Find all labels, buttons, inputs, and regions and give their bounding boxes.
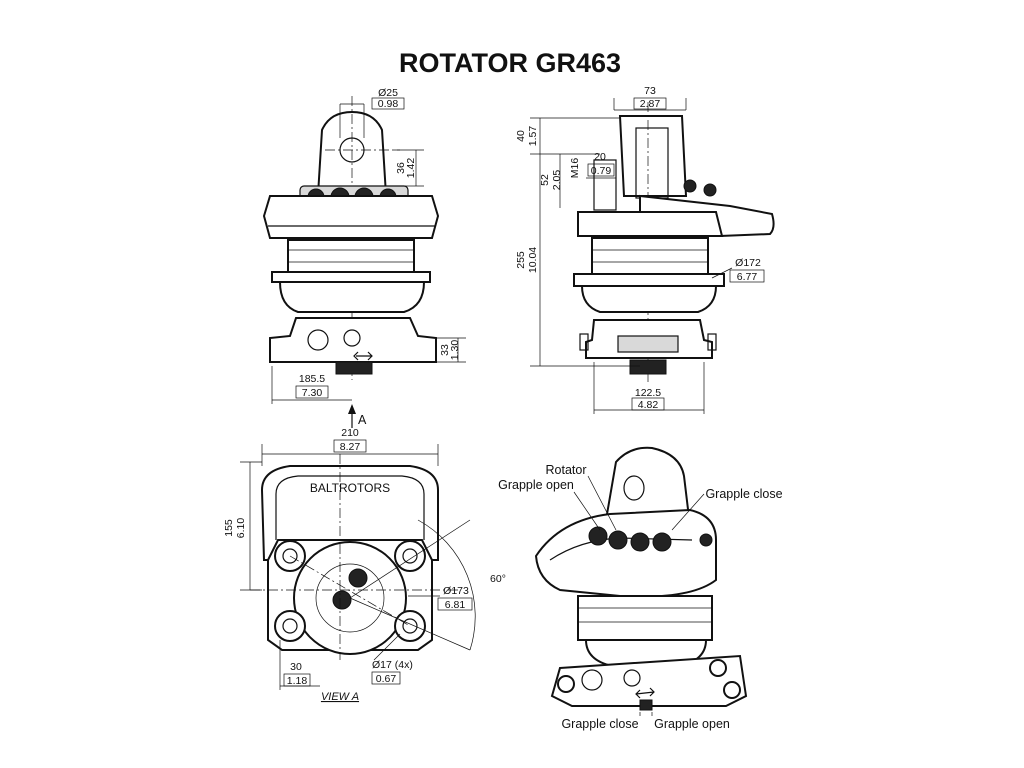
bottom-offset-in: 1.18 <box>287 675 308 687</box>
bottom-hole-dia-in: 0.67 <box>376 673 397 685</box>
side-total-h: 255 <box>515 251 527 269</box>
bottom-bolt-circle-in: 6.81 <box>445 599 466 611</box>
isometric-view: Rotator Grapple open Grapple close Grapp… <box>498 446 783 731</box>
bottom-view: BALTROTORS 210 8.27 155 6.10 Ø173 6.81 6… <box>223 427 506 703</box>
side-top-h-in: 1.57 <box>527 126 539 147</box>
side-top-w: 73 <box>644 85 656 97</box>
view-a-label: VIEW A <box>321 691 359 703</box>
side-view: 73 2.87 40 1.57 52 2.05 M16 20 0.79 255 … <box>515 85 775 414</box>
side-base-w: 122.5 <box>635 387 661 399</box>
bottom-height-in: 6.10 <box>235 518 247 539</box>
bottom-hole-dia: Ø17 (4x) <box>372 659 413 671</box>
side-thread: M16 <box>569 158 581 179</box>
label-grapple-open-top: Grapple open <box>498 478 574 492</box>
side-body-dia: Ø172 <box>735 257 761 269</box>
front-base-h-in: 1.30 <box>449 340 461 361</box>
front-pin-h: 36 <box>395 162 407 174</box>
rotator-port-icon <box>348 568 368 588</box>
side-total-h-in: 10.04 <box>527 247 539 273</box>
label-grapple-close-bottom: Grapple close <box>561 717 638 731</box>
side-body-dia-in: 6.77 <box>737 271 758 283</box>
label-grapple-close-top: Grapple close <box>705 487 782 501</box>
side-thread-d-in: 0.79 <box>591 165 612 177</box>
front-view: Ø25 0.98 36 1.42 33 1.30 185.5 7.30 A <box>262 87 466 428</box>
side-thread-h-in: 2.05 <box>551 170 563 191</box>
front-pin-h-in: 1.42 <box>405 158 417 179</box>
bottom-angle: 60° <box>490 573 506 585</box>
iso-pin-hole-icon <box>623 475 645 501</box>
bottom-width-in: 8.27 <box>340 441 361 453</box>
brand-lettering: BALTROTORS <box>310 481 390 495</box>
front-base-h: 33 <box>439 344 451 356</box>
side-top-h: 40 <box>515 130 527 142</box>
bottom-width: 210 <box>341 427 359 439</box>
bottom-bolt-circle: Ø173 <box>443 585 469 597</box>
front-width-in: 7.30 <box>302 387 323 399</box>
side-thread-d: 20 <box>594 151 606 163</box>
side-base-w-in: 4.82 <box>638 399 659 411</box>
section-mark: A <box>358 413 367 427</box>
label-rotator: Rotator <box>546 463 587 477</box>
drawing-title: ROTATOR GR463 <box>399 48 621 78</box>
bottom-offset: 30 <box>290 661 302 673</box>
bottom-height: 155 <box>223 519 235 537</box>
rotator-port-icon <box>332 590 352 610</box>
front-pin-dia: Ø25 <box>378 87 398 99</box>
side-thread-h: 52 <box>539 174 551 186</box>
side-top-w-in: 2.87 <box>640 98 661 110</box>
front-width: 185.5 <box>299 373 325 385</box>
label-grapple-open-bottom: Grapple open <box>654 717 730 731</box>
front-pin-dia-in: 0.98 <box>378 98 399 110</box>
